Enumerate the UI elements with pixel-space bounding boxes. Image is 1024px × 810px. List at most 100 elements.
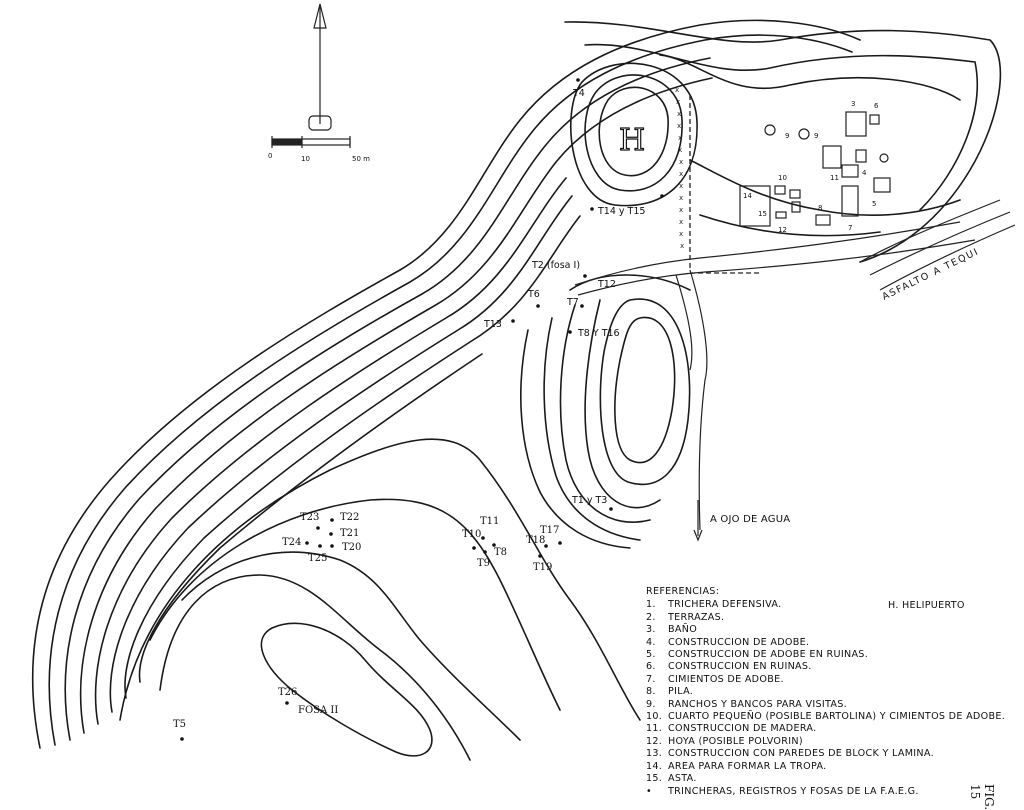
legend-item-text: CIMIENTOS DE ADOBE. [668,673,784,685]
fosa-ii-label: FOSA II [298,705,338,716]
point-label: T10 [462,529,481,540]
svg-text:x: x [679,230,683,238]
legend-item-text: TRINCHERAS, REGISTROS Y FOSAS DE LA F.A.… [668,785,919,797]
point-label: T11 [480,516,499,527]
svg-text:x: x [679,206,683,214]
point-label: T13 [483,319,502,330]
legend-item-text: PILA. [668,686,694,698]
buildings: 3 6 9 9 4 11 10 14 15 8 12 5 7 [739,100,891,234]
legend-item-number: • [646,785,652,797]
point-label: T8 [494,547,507,558]
svg-text:x: x [679,182,683,190]
legend-item-text: CONSTRUCCION DE ADOBE. [668,636,810,648]
building-number: 9 [785,132,789,140]
legend-item: 2. TERRAZAS. [646,612,1024,624]
legend-item-number: 14. [646,760,663,772]
svg-text:x: x [679,218,683,226]
legend-item-number: 13. [646,748,663,760]
contour-lines-plateau [564,21,1002,263]
building-number: 4 [862,169,867,177]
roads [574,92,1016,542]
scale-tick-label: 10 [301,155,310,163]
point-label: T23 [300,512,319,523]
excavation-points [180,78,664,741]
svg-text:x: x [679,170,683,178]
legend-item-text: TERRAZAS. [668,611,725,623]
legend-item-text: CONSTRUCCION DE MADERA. [668,723,817,735]
legend-item: 8. PILA. [646,686,1024,698]
building-number: 7 [848,224,852,232]
legend-item: 7. CIMIENTOS DE ADOBE. [646,674,1024,686]
building-number: 10 [778,174,787,182]
building-number: 11 [830,174,839,182]
point-label: T1 y T3 [571,495,607,506]
legend-item: 11. CONSTRUCCION DE MADERA. [646,723,1024,735]
helipuerto-key: H. HELIPUERTO [888,600,965,611]
building-number: 8 [818,204,822,212]
building-number: 5 [872,200,876,208]
svg-text:x: x [677,122,681,130]
central-hill [520,274,691,549]
legend-item-number: 6. [646,661,656,673]
scale-tick-label: 0 [268,152,272,160]
legend-item-text: TRICHERA DEFENSIVA. [668,599,782,611]
point-label: T17 [540,525,559,536]
svg-text:x: x [680,242,684,250]
point-label: T7 [566,297,579,308]
point-label: T21 [340,528,359,539]
legend-item-number: 8. [646,686,656,698]
legend-item-text: CONSTRUCCION CON PAREDES DE BLOCK Y LAMI… [668,748,934,760]
helipad-h-label: H [619,123,645,158]
legend-item: 6.CONSTRUCCION EN RUINAS. [646,661,1024,673]
svg-text:x: x [676,98,680,106]
point-label: T20 [342,542,361,553]
legend-item-number: 4. [646,636,656,648]
building-number: 15 [758,210,767,218]
road-label-asfalto: ASFALTO A TEQUI [880,246,981,303]
point-label: T19 [533,562,552,573]
legend-item: 14.AREA PARA FORMAR LA TROPA. [646,761,1024,773]
point-label: T14 y T15 [597,206,645,217]
legend-item-number: 7. [646,673,656,685]
legend-item-number: 1. [646,599,656,611]
building-number: 12 [778,226,787,234]
north-arrow-icon [308,3,332,131]
defensive-trench: xx xx xx xx xx xx xx [675,86,684,250]
building-number: 6 [874,102,879,110]
point-label: T4 [572,88,585,99]
legend-item: 9. RANCHOS Y BANCOS PARA VISITAS. [646,699,1024,711]
legend-item: • TRINCHERAS, REGISTROS Y FOSAS DE LA F.A… [646,786,1024,798]
scale-bar: 0 10 50 m [268,136,370,163]
point-label: T9 [477,558,490,569]
point-label: T5 [173,719,186,730]
legend-item-text: ASTA. [668,773,697,785]
legend: REFERENCIAS: 1. TRICHERA DEFENSIVA. 2. TER… [646,586,1024,798]
point-labels: T4 T14 y T15 T2 (fosa I) T12 T6 T7 T13 T… [173,88,645,730]
legend-item-number: 10. [646,711,663,723]
svg-text:x: x [679,194,683,202]
legend-item-text: HOYA (POSIBLE POLVORIN) [668,735,803,747]
svg-text:x: x [675,86,679,94]
legend-item-number: 9. [646,698,656,710]
ojo-de-agua-label: A OJO DE AGUA [710,514,791,525]
building-number: 14 [743,192,752,200]
legend-item-number: 2. [646,611,656,623]
contour-lines-south [119,438,641,761]
point-label: T12 [597,279,616,290]
legend-title: REFERENCIAS: [646,586,720,597]
legend-item-text: CUARTO PEQUEÑO (POSIBLE BARTOLINA) Y CIM… [668,711,1006,723]
legend-item-text: RANCHOS Y BANCOS PARA VISITAS. [668,698,847,710]
building-number: 9 [814,132,818,140]
building-number: 3 [851,100,855,108]
legend-item-number: 11. [646,723,663,735]
point-label: T18 [526,535,545,546]
scale-tick-label: 50 m [352,155,370,163]
legend-item: 4. CONSTRUCCION DE ADOBE. [646,637,1024,649]
point-label: T2 (fosa I) [531,260,580,271]
legend-item: 15.ASTA. [646,773,1024,785]
point-label: T26 [278,687,297,698]
legend-item: 1. TRICHERA DEFENSIVA. [646,599,1024,611]
point-label: T8 Y T16 [577,328,620,339]
